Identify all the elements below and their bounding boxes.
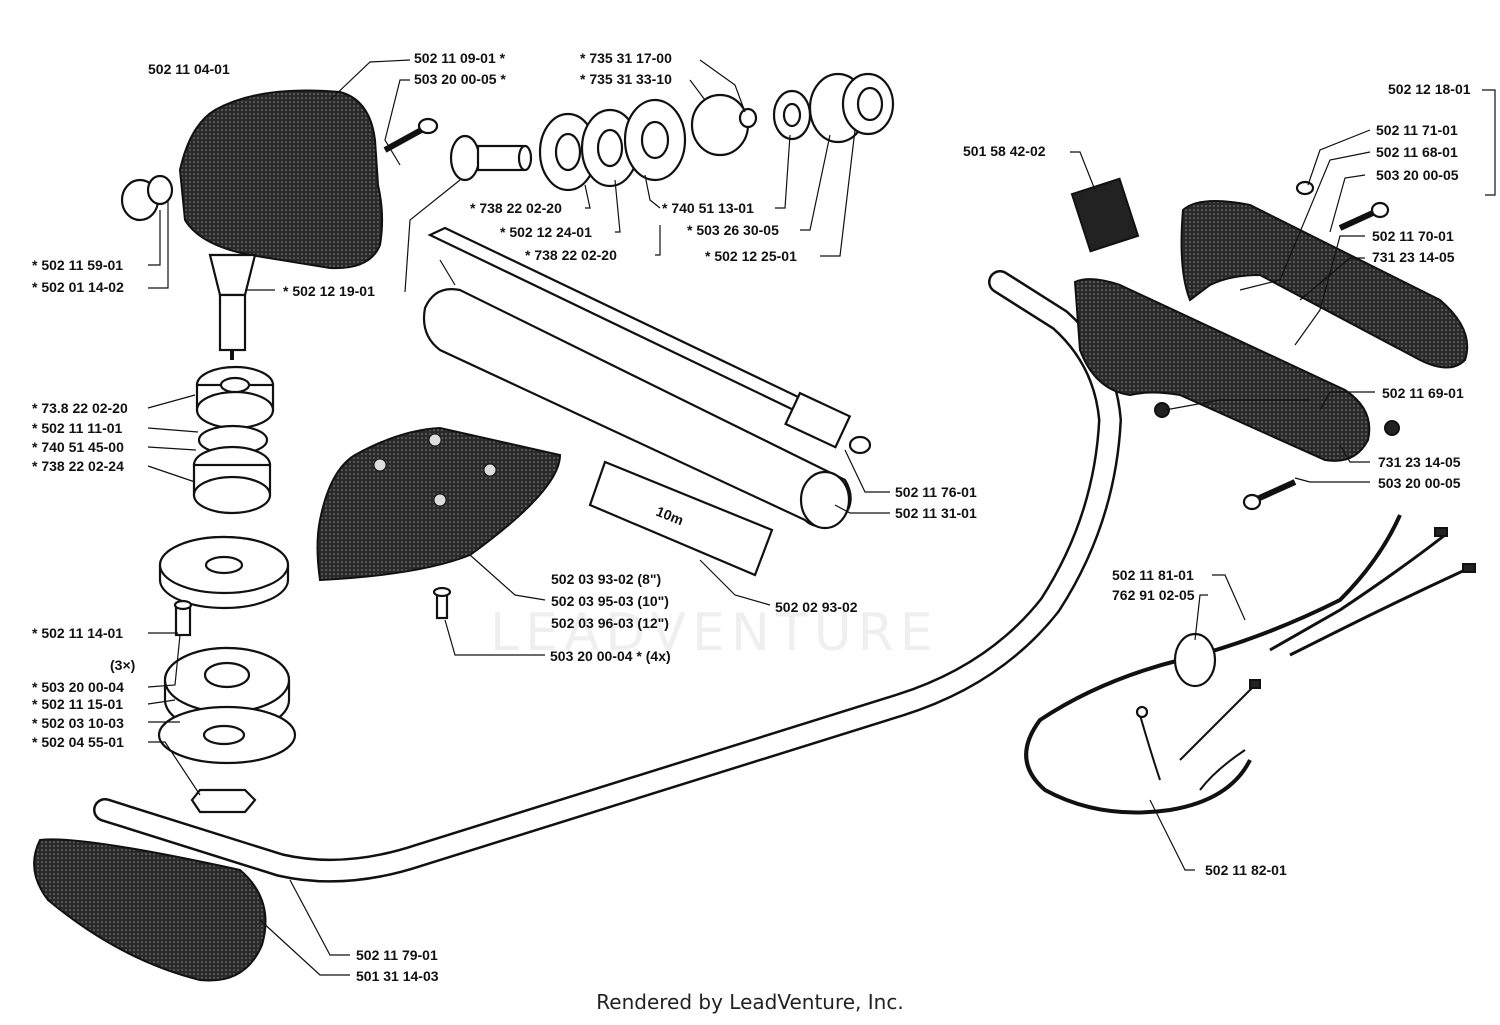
left-grip [33,838,267,982]
gear-housing-cover [178,89,384,270]
label-502-11-82-01: 502 11 82-01 [1205,862,1287,878]
label-502-04-55-01: * 502 04 55-01 [32,734,124,750]
label-503-20-00-05-handle: 503 20 00-05 [1376,167,1459,183]
label-502-11-81-01: 502 11 81-01 [1112,567,1194,583]
drive-disc [157,646,297,765]
label-502-11-70-01: 502 11 70-01 [1372,228,1454,244]
label-503-20-00-04-guard: 503 20 00-04 * (4x) [550,648,671,664]
circlip [690,93,758,157]
seal-collar [772,72,895,144]
bearing-stack [192,365,275,515]
decal-sticker: 10m [588,460,774,577]
label-3x: (3×) [110,657,135,673]
guard-screw [432,586,452,620]
label-502-11-68-01: 502 11 68-01 [1376,144,1458,160]
label-738-22-02-20-b: * 738 22 02-20 [525,247,617,263]
label-738-22-02-24: * 738 22 02-24 [32,458,124,474]
label-501-58-42-02: 501 58 42-02 [963,143,1046,159]
label-740-51-13-01: * 740 51 13-01 [662,200,754,216]
drive-shaft [427,226,872,455]
handle-screws [1154,180,1400,511]
leader-lines [147,59,1496,976]
label-502-11-69-01: 502 11 69-01 [1382,385,1464,401]
label-502-11-09-01: 502 11 09-01 * [414,50,506,66]
label-735-31-33-10: * 735 31 33-10 [580,71,672,87]
pinion-gear [449,134,533,182]
label-502-11-04-01: 502 11 04-01 [148,61,230,77]
label-502-02-93-02: 502 02 93-02 [775,599,858,615]
label-502-11-71-01: 502 11 71-01 [1376,122,1458,138]
label-501-31-14-03: 501 31 14-03 [356,968,439,984]
label-502-03-10-03: * 502 03 10-03 [32,715,124,731]
label-735-31-17-00: * 735 31 17-00 [580,50,672,66]
label-502-01-14-02: * 502 01 14-02 [32,279,124,295]
label-502-11-11-01: * 502 11 11-01 [32,420,123,436]
label-502-12-24-01: * 502 12 24-01 [500,224,592,240]
label-502-11-14-01: * 502 11 14-01 [32,625,123,641]
bevel-gear-shaft [208,253,257,360]
label-502-12-18-01: 502 12 18-01 [1388,81,1471,97]
label-502-12-19-01: * 502 12 19-01 [283,283,375,299]
label-738-22-02-20-a: * 738 22 02-20 [470,200,562,216]
housing-screw [383,117,439,153]
label-503-26-30-05: * 503 26 30-05 [687,222,779,238]
watermark-text: LEADVENTURE [490,603,939,663]
label-502-11-15-01: * 502 11 15-01 [32,696,123,712]
throttle-handle [1073,200,1469,462]
flange-bolt [173,599,193,637]
wiring-harness [1024,514,1476,815]
label-762-91-02-05: 762 91 02-05 [1112,587,1195,603]
label-502-11-76-01: 502 11 76-01 [895,484,977,500]
blade-nut [190,788,257,814]
label-731-23-14-05-top: 731 23 14-05 [1372,249,1455,265]
shaft-tube [422,288,852,530]
blade-guard [316,426,562,582]
label-738-22-02-20-c: * 73.8 22 02-20 [32,400,128,416]
plug-cap [120,174,174,222]
part-labels: 502 11 04-01 502 11 09-01 * 503 20 00-05… [32,50,1471,984]
label-502-11-31-01: 502 11 31-01 [895,505,977,521]
label-503-20-00-05-top: 503 20 00-05 * [414,71,506,87]
label-502-03-96-03: 502 03 96-03 (12") [551,615,669,631]
label-502-11-59-01: * 502 11 59-01 [32,257,123,273]
label-502-03-93-02: 502 03 93-02 (8") [551,571,661,587]
label-731-23-14-05-bottom: 731 23 14-05 [1378,454,1461,470]
bearing-row [538,98,687,192]
flange-washer [158,535,290,610]
label-503-20-00-04: * 503 20 00-04 [32,679,124,695]
label-740-51-45-00: * 740 51 45-00 [32,439,124,455]
stop-switch [1070,177,1140,253]
handlebar [93,270,1123,883]
label-503-20-00-05-bottom: 503 20 00-05 [1378,475,1461,491]
label-502-03-95-03: 502 03 95-03 (10") [551,593,669,609]
footer-credit: Rendered by LeadVenture, Inc. [596,990,904,1014]
label-502-12-25-01: * 502 12 25-01 [705,248,797,264]
label-502-11-79-01: 502 11 79-01 [356,947,438,963]
